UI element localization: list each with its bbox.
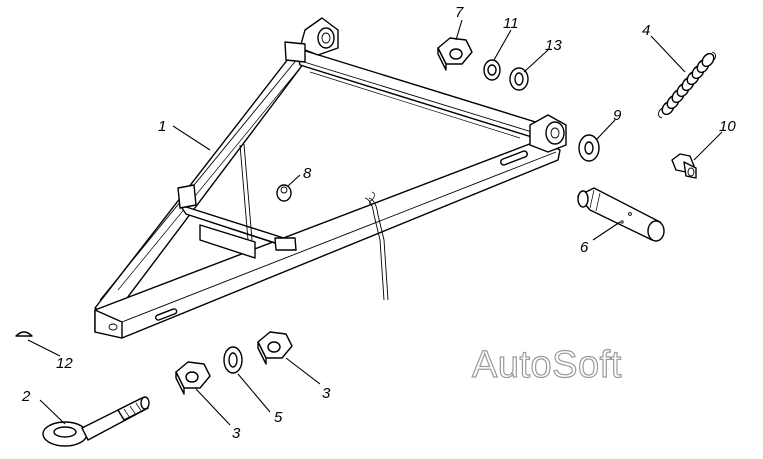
callout-6: 6 [580,239,589,256]
callout-1: 1 [158,118,166,135]
callout-8: 8 [303,165,312,182]
callout-5: 5 [274,409,283,426]
callout-10: 10 [719,118,736,135]
tension-spring [657,51,717,119]
callout-12: 12 [56,355,73,372]
spring-washer [483,59,501,81]
rubber-plug [276,184,292,202]
callout-4: 4 [642,22,650,39]
hex-nut-upper [257,331,293,365]
callout-3-upper: 3 [322,385,331,402]
lock-washer [223,346,243,374]
hex-nut-top [437,37,473,71]
callout-9: 9 [613,107,622,124]
hinge-pin [577,187,665,242]
leader-lines [27,19,723,426]
grease-fitting [671,153,697,179]
rear-hinge-top [299,17,339,56]
callout-2: 2 [21,388,31,405]
tow-eye-bolt [42,396,150,447]
callout-3-lower: 3 [232,425,241,442]
callout-7: 7 [455,4,464,21]
hex-nut-lower [175,361,211,395]
cotter-key [15,331,33,337]
flat-washer-9 [578,134,600,162]
watermark: AutoSoft [472,344,622,386]
rear-hinge-right [529,114,567,153]
callout-11: 11 [503,15,519,32]
flat-washer-13 [509,67,529,91]
tow-frame [94,17,567,339]
callout-13: 13 [545,37,562,54]
